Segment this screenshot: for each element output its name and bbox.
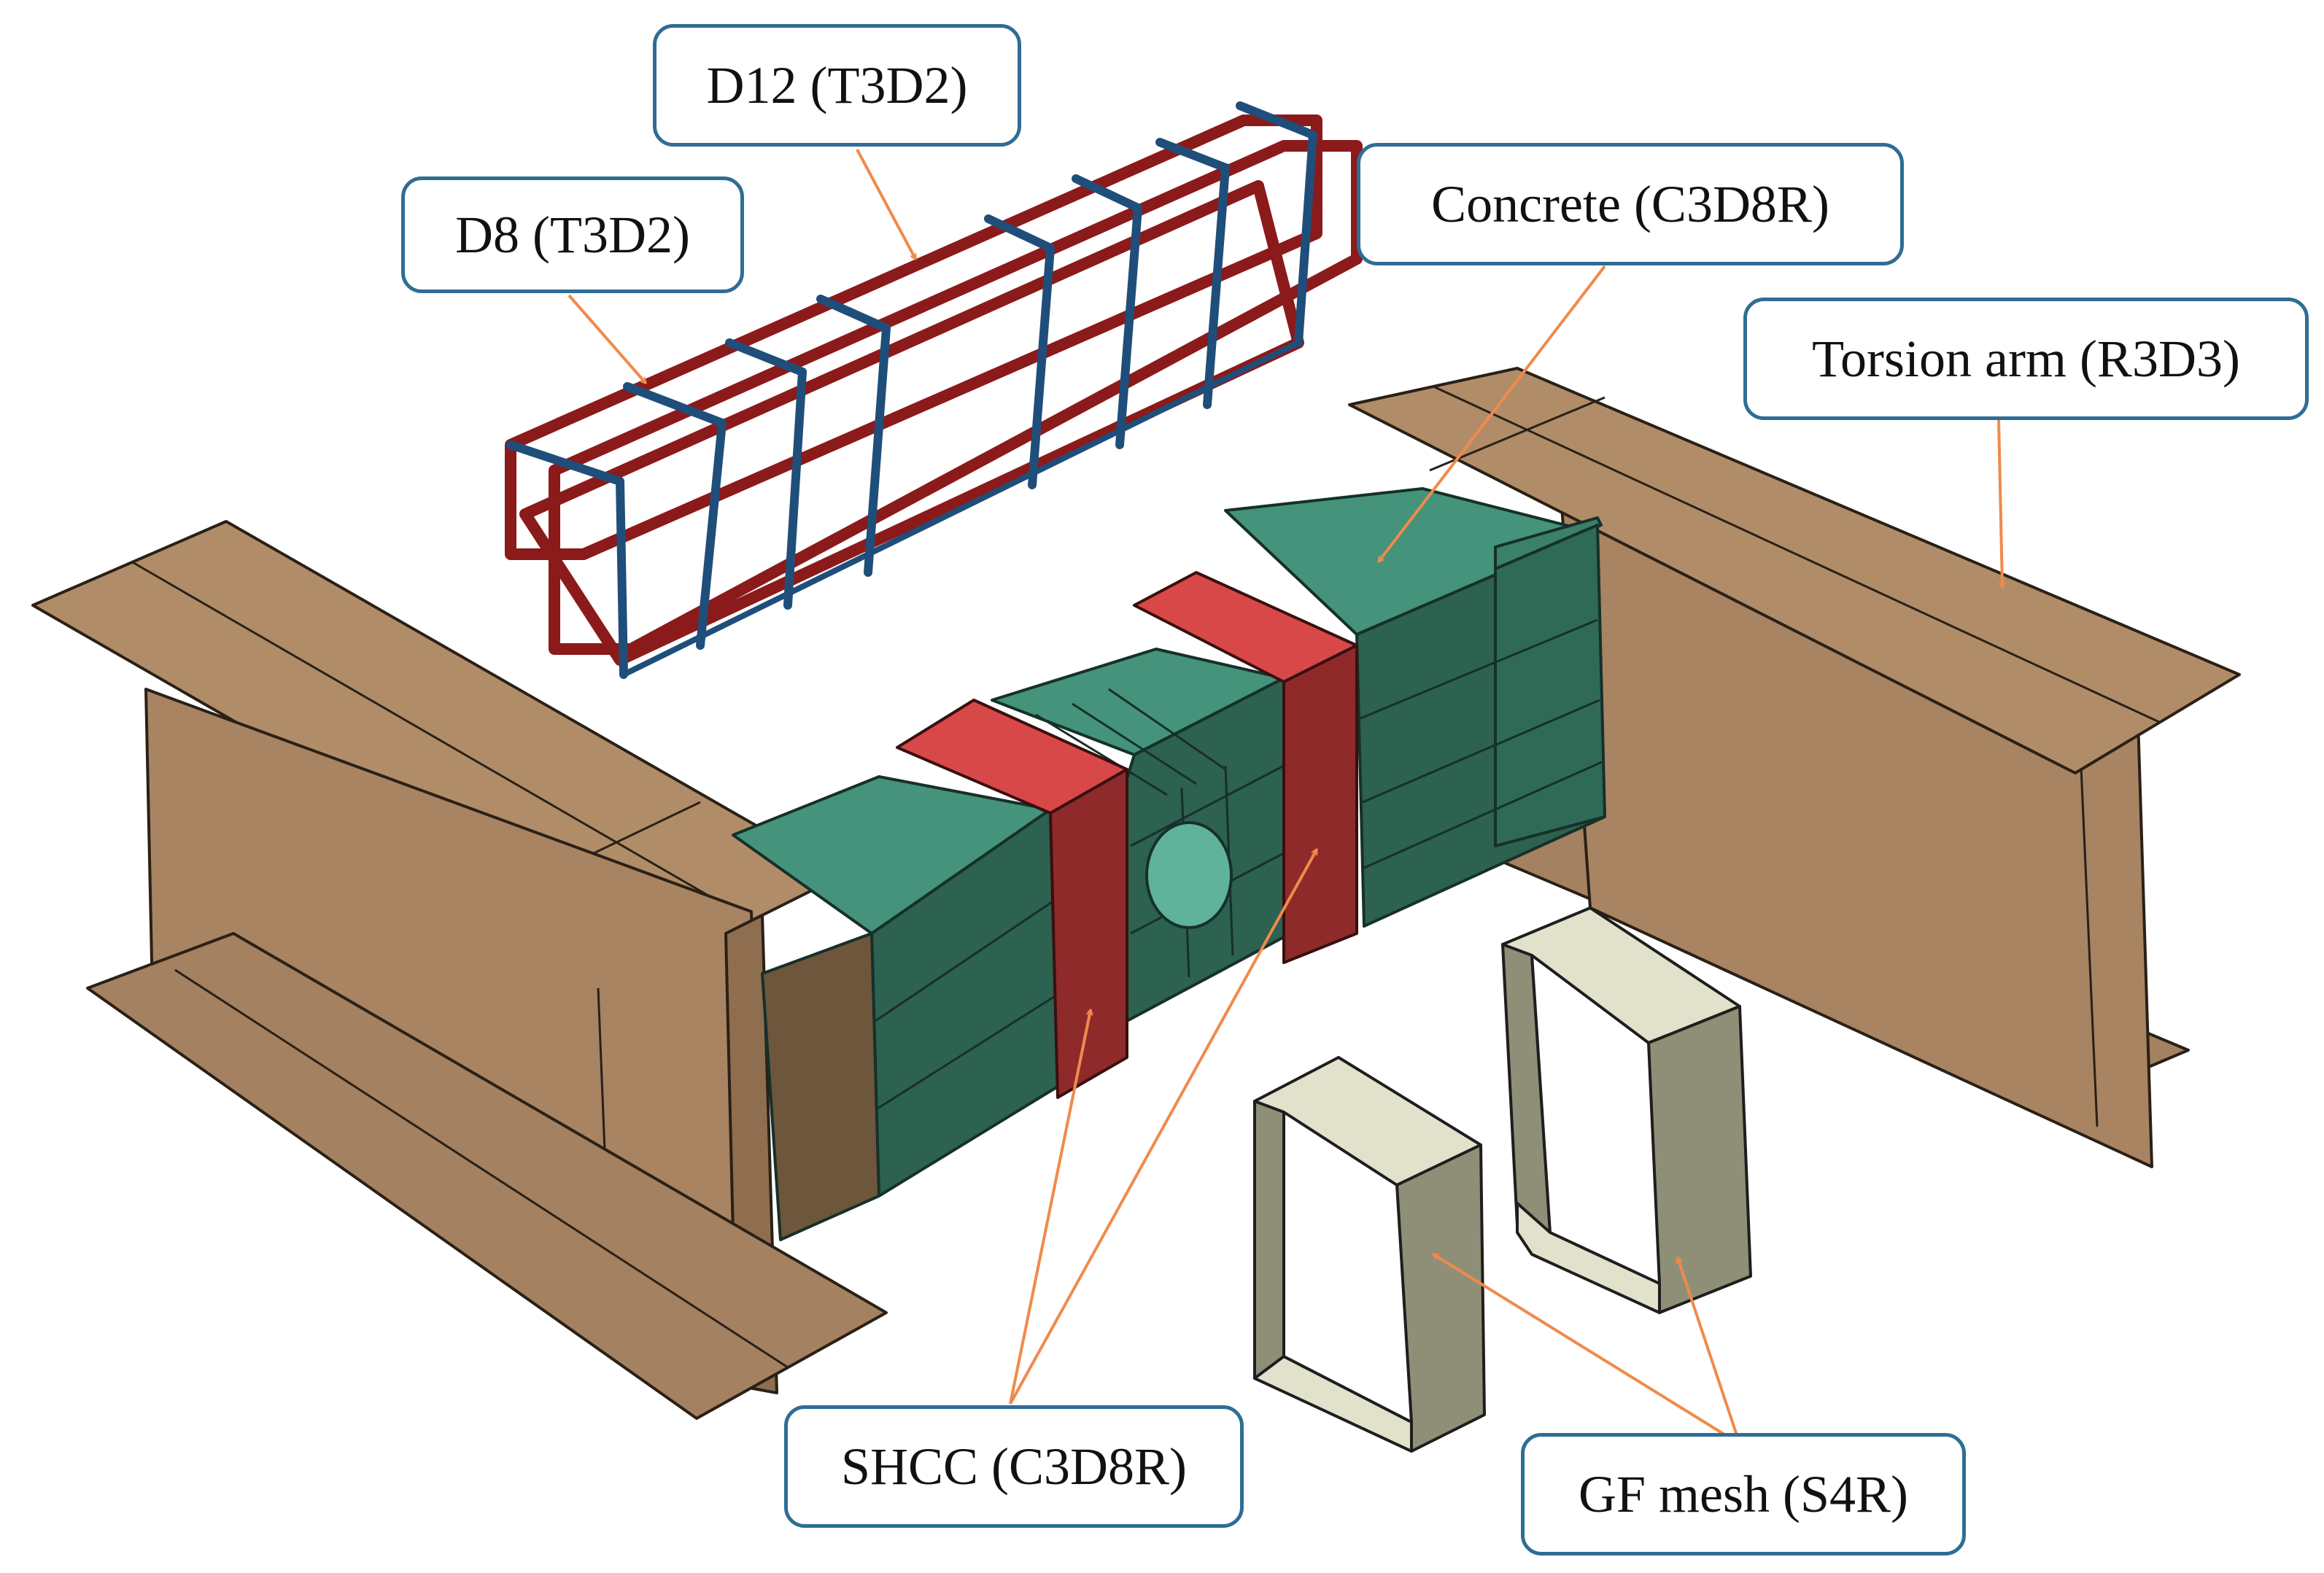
beam-opening [1145, 821, 1233, 929]
leader-concrete [1379, 265, 1606, 562]
leader-shcc-left [1009, 1010, 1091, 1405]
rebar-cage [505, 101, 1363, 679]
shcc-right-side [1282, 644, 1358, 964]
leader-gf-back [1678, 1258, 1741, 1445]
right-torsion-arm [1348, 367, 2241, 1168]
d8-rebar [506, 101, 1317, 679]
leader-lines [568, 149, 2002, 1445]
concrete-beam [732, 487, 1606, 1241]
gf-mesh-front [1253, 1056, 1486, 1453]
leader-d12 [856, 149, 917, 259]
leader-gf-front [1433, 1254, 1741, 1445]
d12-frame-back [505, 114, 1322, 560]
label-concrete: Concrete (C3D8R) [1357, 143, 1904, 265]
label-gf-mesh: GF mesh (S4R) [1521, 1433, 1966, 1555]
beam-end-left [761, 932, 880, 1241]
shcc-bands [896, 571, 1358, 1099]
beam-end-right [1494, 524, 1606, 847]
label-d12: D12 (T3D2) [653, 24, 1021, 147]
leader-shcc-right [1009, 850, 1318, 1405]
d12-frame-front [549, 140, 1363, 655]
leader-d8 [568, 294, 646, 383]
left-torsion-arm [31, 520, 888, 1420]
leader-torsion-arm [1997, 419, 2002, 587]
label-d8: D8 (T3D2) [401, 176, 744, 293]
gf-mesh-back [1501, 906, 1752, 1314]
mesh-lines [875, 618, 1603, 1110]
shcc-left-side [1049, 768, 1128, 1099]
left-arm-bottom-flange [86, 932, 888, 1420]
label-shcc: SHCC (C3D8R) [784, 1405, 1244, 1528]
gf-mesh [1253, 906, 1752, 1453]
right-arm-top-flange [1348, 367, 2241, 774]
label-torsion-arm: Torsion arm (R3D3) [1743, 298, 2309, 420]
